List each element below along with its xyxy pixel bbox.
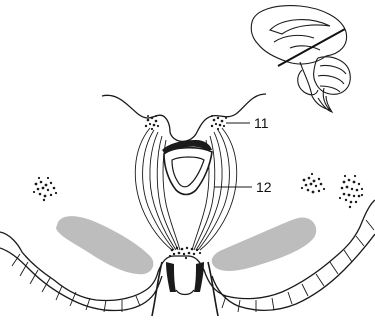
midline-cleft-left-wall	[152, 262, 162, 316]
inset-corpus-callosum	[270, 20, 330, 34]
inset-brain-orientation	[251, 6, 350, 112]
nucleus-upper-left	[145, 115, 159, 130]
inset-inner-gyri	[274, 35, 320, 50]
nucleus-lateral-left	[33, 177, 57, 201]
nucleus-midline-lower	[169, 247, 201, 259]
nucleus-lateral-right-outer	[339, 175, 363, 208]
gray-band-left	[56, 216, 153, 274]
inset-cerebellum-folia	[318, 65, 346, 92]
lower-cortex-outer-edge	[0, 200, 375, 301]
lower-cortex	[0, 200, 375, 316]
label-11: 11	[254, 115, 269, 131]
nucleus-lateral-right-inner	[301, 173, 325, 194]
midline-cleft-right-wall	[208, 262, 218, 316]
inset-section-plane	[278, 29, 345, 66]
gray-band-right	[212, 217, 317, 271]
section-upper-contour	[102, 94, 266, 141]
label-12: 12	[256, 179, 272, 195]
midline-cleft-floor	[176, 290, 194, 295]
midline-cleft-shading	[166, 262, 204, 292]
